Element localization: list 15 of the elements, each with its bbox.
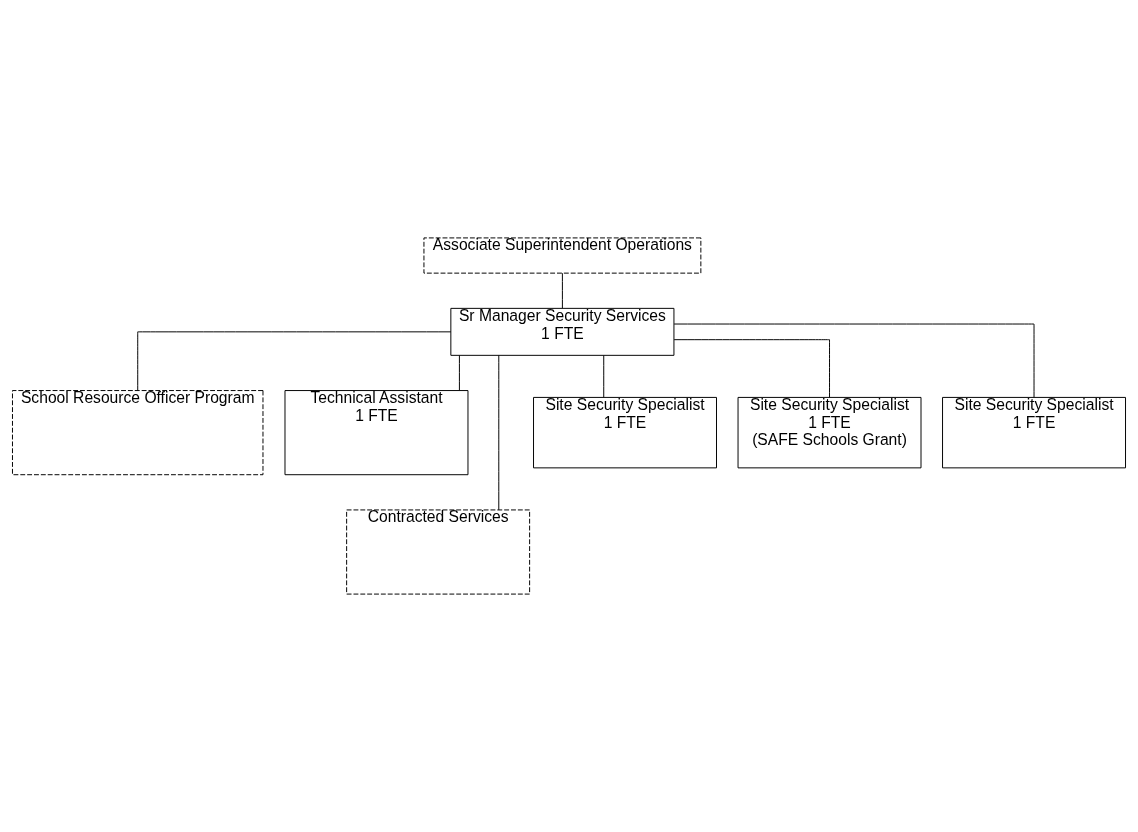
node-box: Site Security Specialist 1 FTE — [942, 396, 1126, 469]
node-box: Site Security Specialist 1 FTE — [533, 396, 717, 469]
connector — [673, 339, 830, 398]
node-box: Sr Manager Security Services 1 FTE — [450, 307, 675, 356]
connector — [137, 331, 452, 391]
connector — [673, 323, 1035, 398]
node-box: Site Security Specialist 1 FTE (SAFE Schools Grant) — [737, 396, 922, 469]
connector — [458, 355, 460, 391]
node-box: Technical Assistant 1 FTE — [284, 390, 469, 476]
connector — [561, 272, 563, 309]
connector — [498, 354, 500, 511]
node-box: Associate Superintendent Operations — [423, 237, 702, 274]
node-box: School Resource Officer Program — [12, 390, 264, 476]
node-box: Contracted Services — [346, 509, 531, 595]
connector — [603, 355, 605, 398]
